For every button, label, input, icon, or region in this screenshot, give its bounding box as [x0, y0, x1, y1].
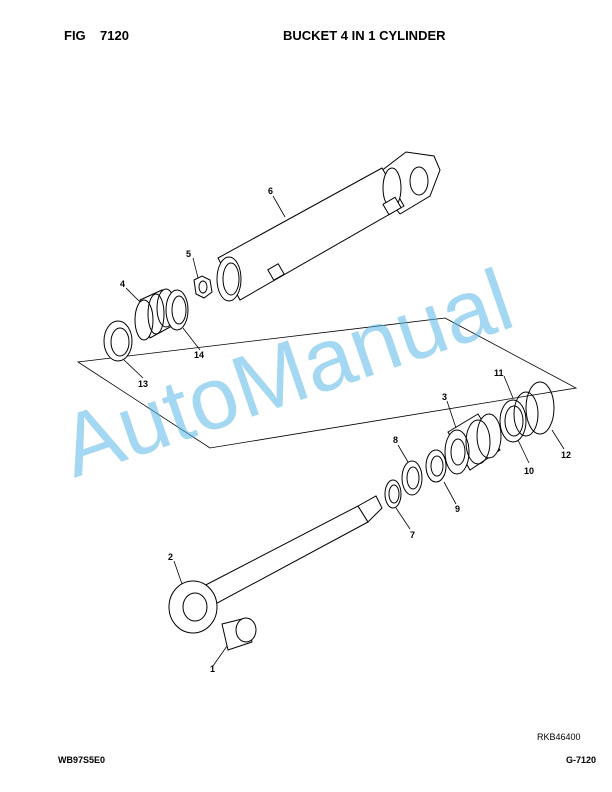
rod-wiper — [425, 449, 447, 483]
gland-o-ring — [499, 399, 527, 443]
piston-seal — [165, 289, 189, 331]
rod-buffer-seal — [384, 479, 402, 509]
callout-14: 14 — [194, 350, 204, 360]
bushing — [221, 617, 257, 651]
callout-13: 13 — [138, 379, 148, 389]
gland — [444, 413, 502, 475]
leader-lines — [123, 195, 565, 667]
callout-11: 11 — [494, 368, 504, 378]
kit-outline — [76, 317, 578, 449]
gland-outer-seal — [525, 381, 555, 435]
callout-1: 1 — [210, 664, 215, 674]
callout-2: 2 — [168, 552, 173, 562]
figure-number: 7120 — [100, 28, 129, 43]
callout-10: 10 — [524, 466, 534, 476]
piston-rod — [168, 495, 383, 634]
rod-seal — [401, 460, 423, 496]
document-code: WB97S5E0 — [58, 755, 106, 765]
callout-8: 8 — [393, 435, 398, 445]
callout-4: 4 — [120, 279, 125, 289]
callout-7: 7 — [410, 530, 415, 540]
callout-5: 5 — [186, 249, 191, 259]
wear-ring — [103, 320, 133, 362]
page-title: BUCKET 4 IN 1 CYLINDER — [283, 28, 446, 43]
fig-label: FIG — [64, 28, 86, 43]
illustration-ref-code: RKB46400 — [537, 732, 581, 742]
backup-ring — [513, 391, 539, 437]
callout-9: 9 — [455, 504, 460, 514]
callout-6: 6 — [268, 186, 273, 196]
callout-3: 3 — [442, 392, 447, 402]
piston-nut — [193, 275, 213, 299]
callout-12: 12 — [561, 450, 571, 460]
cylinder-barrel — [216, 151, 441, 302]
page-number: G-7120 — [566, 755, 597, 765]
